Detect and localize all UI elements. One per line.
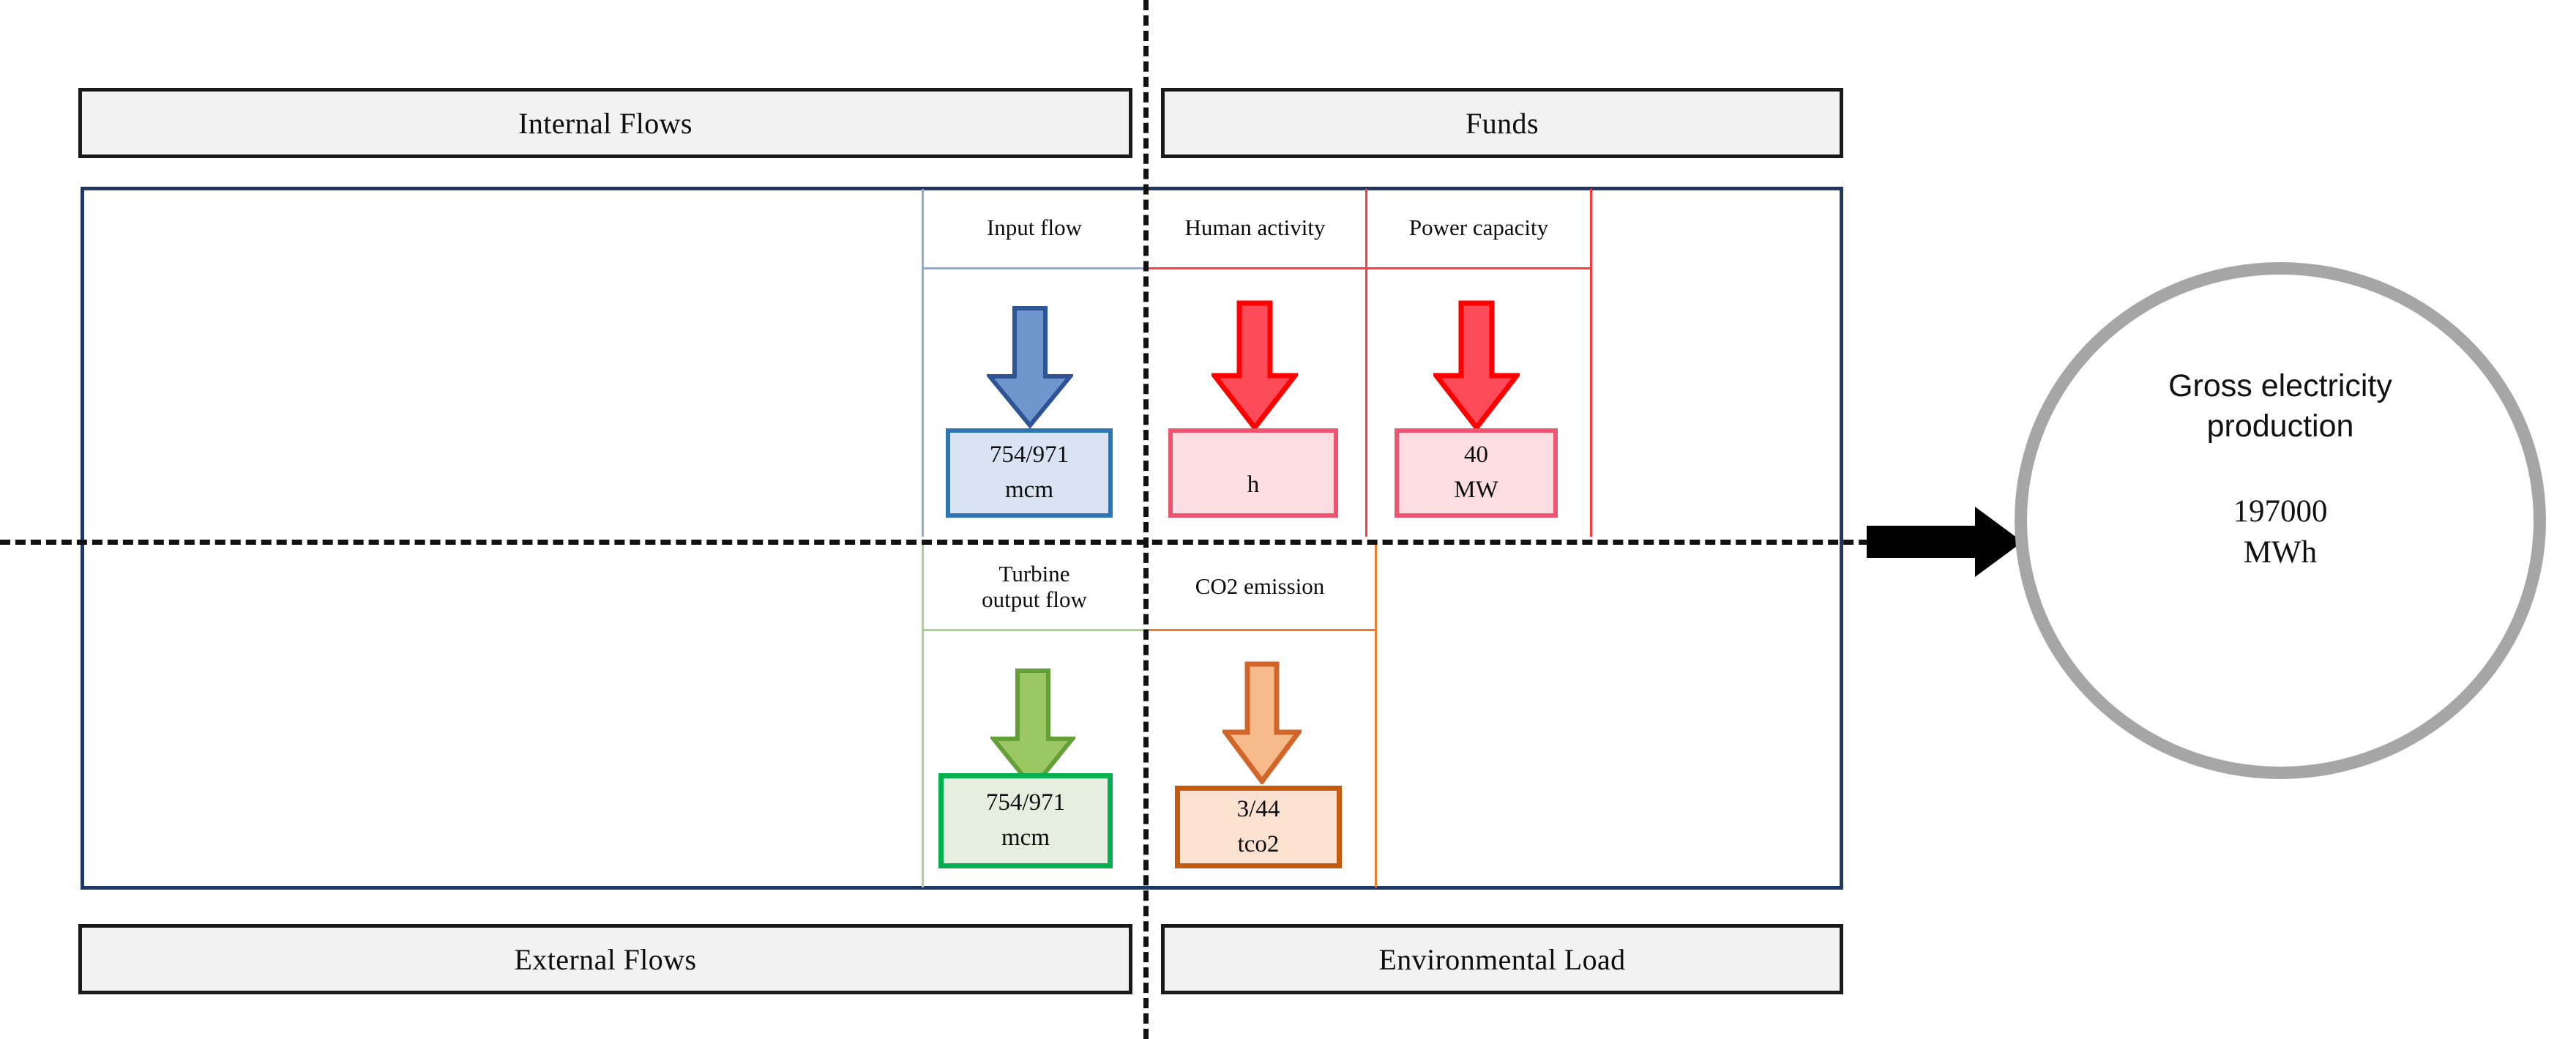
value-box-co2-emission: 3/44 tco2 [1175,786,1342,868]
column-co2-emission: CO2 emission [1145,545,1377,887]
banner-internal-flows: Internal Flows [78,88,1132,158]
banner-funds-label: Funds [1466,106,1539,140]
column-power-capacity-header: Power capacity [1367,189,1590,269]
gross-electricity-production-title-line2: production [2206,408,2354,444]
value-box-power-capacity-value: 40 [1464,442,1488,469]
column-input-flow-header: Input flow [924,189,1145,269]
value-box-co2-emission-unit: tco2 [1237,830,1280,857]
value-box-input-flow: 754/971 mcm [946,428,1113,518]
system-boundary-frame [81,187,1843,890]
value-box-input-flow-unit: mcm [1005,477,1053,503]
banner-external-flows-label: External Flows [514,942,697,976]
down-arrow-human-activity [1212,300,1298,431]
column-input-flow-header-label: Input flow [986,215,1082,241]
column-human-activity: Human activity [1145,189,1367,537]
value-box-turbine-output-flow-unit: mcm [1001,824,1050,851]
gross-electricity-production-circle: Gross electricity production 197000 MWh [2015,262,2546,779]
banner-environmental-load-label: Environmental Load [1378,942,1626,976]
value-box-power-capacity: 40 MW [1395,428,1558,518]
banner-funds: Funds [1161,88,1843,158]
column-turbine-output-flow: Turbine output flow [922,545,1145,887]
down-arrow-power-capacity [1433,300,1520,431]
output-arrow-icon [1867,505,2024,578]
value-box-co2-emission-value: 3/44 [1236,795,1280,822]
column-co2-emission-header: CO2 emission [1145,545,1375,631]
column-co2-emission-header-label: CO2 emission [1195,573,1325,600]
horizontal-dashed-divider [0,540,1976,545]
column-turbine-output-flow-header-line1: Turbine [998,560,1070,586]
gross-electricity-production-value: 197000 [2233,494,2328,529]
banner-environmental-load: Environmental Load [1161,924,1843,994]
vertical-dashed-divider [1143,0,1149,1039]
down-arrow-input-flow [987,305,1073,428]
banner-external-flows: External Flows [78,924,1132,994]
value-box-power-capacity-unit: MW [1454,477,1498,503]
column-power-capacity: Power capacity [1367,189,1592,537]
gross-electricity-production-title: Gross electricity production [2123,366,2438,446]
banner-internal-flows-label: Internal Flows [518,106,692,140]
gross-electricity-production-value-group: 197000 MWh [2233,491,2328,573]
column-human-activity-header-label: Human activity [1184,215,1326,241]
value-box-turbine-output-flow-value: 754/971 [985,789,1066,816]
column-power-capacity-header-label: Power capacity [1408,215,1549,241]
column-turbine-output-flow-header: Turbine output flow [924,545,1145,631]
gross-electricity-production-title-line1: Gross electricity [2168,368,2392,403]
value-box-turbine-output-flow: 754/971 mcm [938,773,1113,868]
column-human-activity-header: Human activity [1145,189,1365,269]
column-turbine-output-flow-header-line2: output flow [982,586,1087,612]
down-arrow-co2-emission [1222,661,1302,784]
value-box-human-activity: h [1168,428,1338,518]
value-box-input-flow-value: 754/971 [989,442,1069,469]
down-arrow-turbine-output-flow [990,668,1075,791]
value-box-human-activity-unit: h [1247,472,1260,499]
column-input-flow: Input flow [922,189,1145,537]
gross-electricity-production-unit: MWh [2243,535,2318,570]
